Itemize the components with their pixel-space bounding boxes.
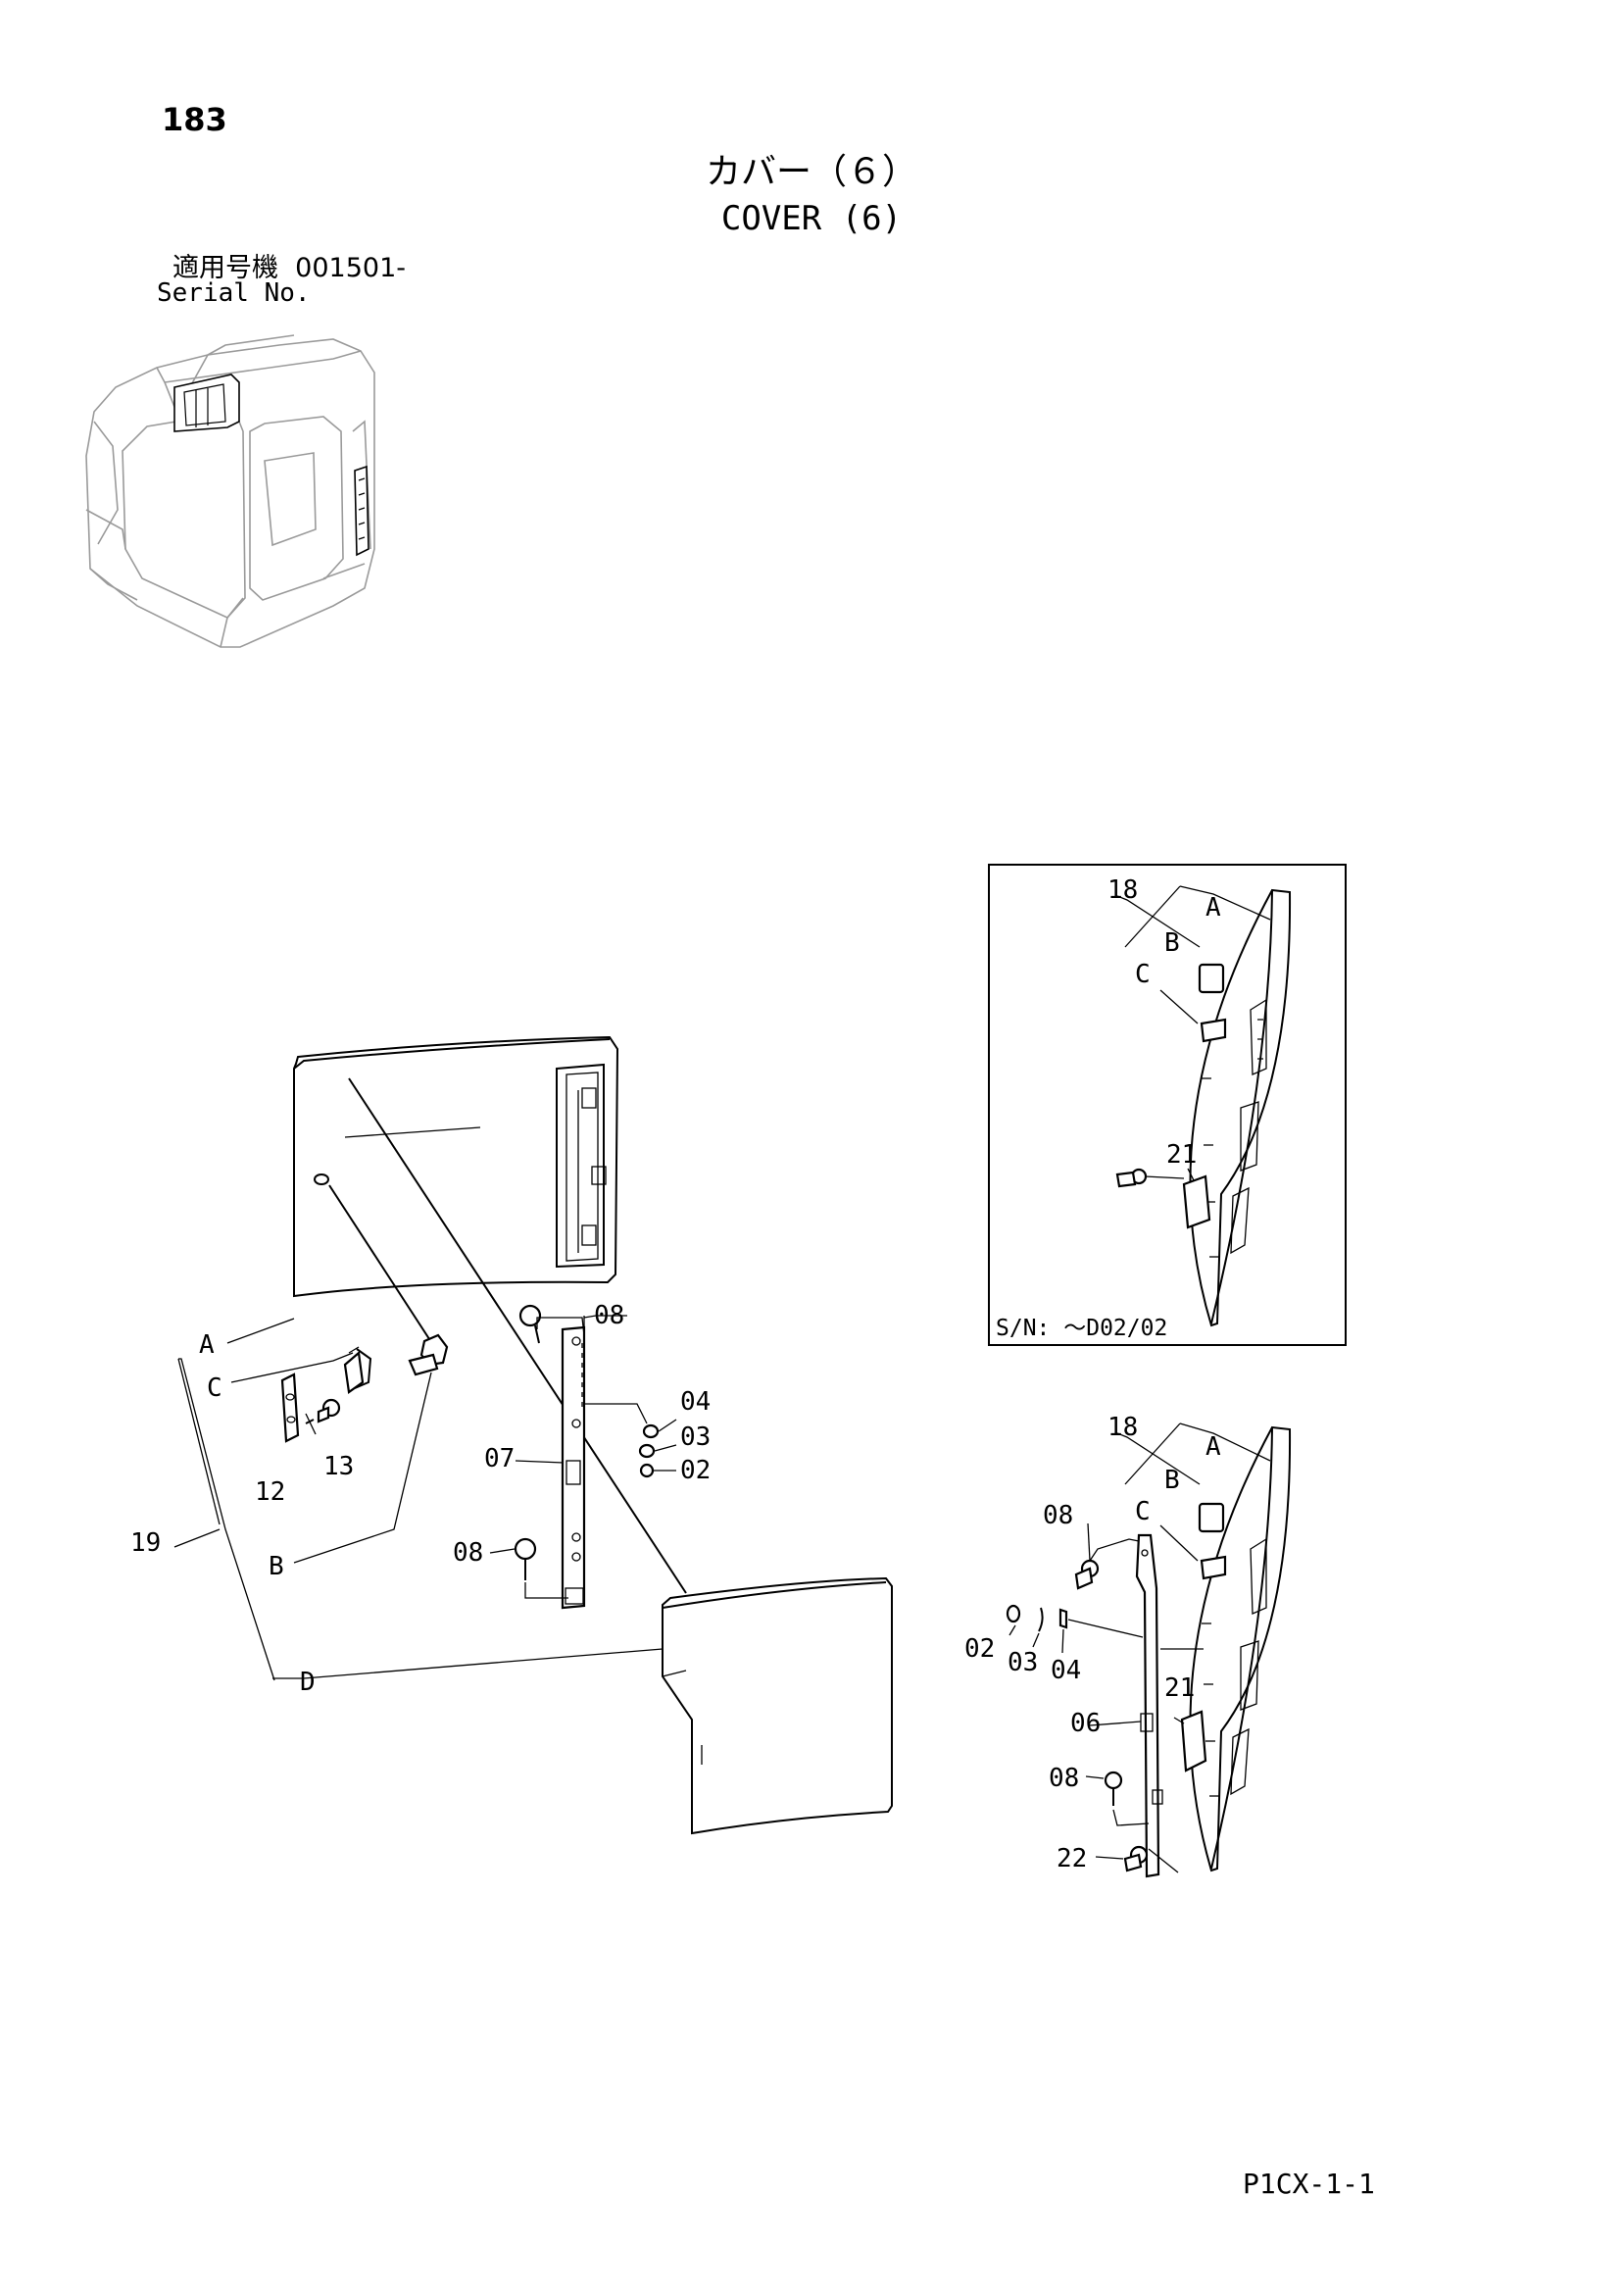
callout-12: 12 [255, 1477, 285, 1507]
inset-callout-18: 18 [1107, 875, 1138, 905]
lower-callout-C: C [1135, 1497, 1151, 1526]
page-number: 183 [162, 101, 227, 138]
lower-callout-B: B [1164, 1466, 1180, 1495]
lower-callouts: 18 A B C 08 02 03 04 21 06 08 22 [964, 1413, 1221, 1873]
serial-applicability-japanese: 適用号機 001501- [172, 255, 406, 281]
callout-07: 07 [484, 1444, 515, 1473]
lower-callout-18: 18 [1107, 1413, 1138, 1442]
page-title-japanese: カバー（６） [705, 152, 917, 192]
inset-callout-B: B [1164, 928, 1180, 958]
callout-08-bottom: 08 [453, 1538, 483, 1568]
lower-callout-21: 21 [1164, 1673, 1195, 1703]
callout-C: C [207, 1373, 222, 1403]
lower-callout-06: 06 [1070, 1709, 1101, 1738]
cab-locator-sketch [85, 334, 375, 648]
callout-D: D [300, 1668, 316, 1697]
lower-right-detail [1006, 1423, 1292, 1878]
lower-callout-22: 22 [1057, 1844, 1087, 1873]
callout-08-top: 08 [594, 1301, 624, 1330]
lower-callout-02: 02 [964, 1634, 995, 1664]
page-code: P1CX-1-1 [1243, 2168, 1375, 2200]
lower-callout-03: 03 [1008, 1648, 1038, 1677]
callout-03: 03 [680, 1423, 711, 1452]
callout-13: 13 [323, 1452, 354, 1481]
serial-value: 001501- [295, 253, 406, 283]
main-exploded-view [173, 1035, 893, 1835]
callout-A: A [199, 1330, 215, 1360]
callout-19: 19 [130, 1528, 161, 1558]
lower-callout-08-bottom: 08 [1049, 1764, 1079, 1793]
inset-callouts: 18 A B C 21 S/N: ～D02/02 [996, 875, 1221, 1341]
lower-callout-A: A [1205, 1432, 1221, 1462]
lower-callout-08-top: 08 [1043, 1501, 1073, 1530]
serial-label-english: Serial No. [157, 278, 311, 308]
serial-label-japanese: 適用号機 [172, 253, 278, 283]
inset-detail-early-serial [988, 864, 1347, 1346]
inset-callout-A: A [1205, 893, 1221, 923]
lower-callout-04: 04 [1051, 1656, 1081, 1685]
callout-02: 02 [680, 1456, 711, 1485]
callout-B: B [269, 1552, 284, 1581]
inset-callout-21: 21 [1166, 1140, 1197, 1170]
main-callouts: A C 19 12 13 B D 08 04 03 02 07 08 [130, 1301, 711, 1697]
callout-04: 04 [680, 1387, 711, 1417]
page-title-english: COVER (6) [720, 199, 903, 238]
inset-callout-C: C [1135, 960, 1151, 989]
inset-serial-note: S/N: ～D02/02 [996, 1316, 1167, 1341]
